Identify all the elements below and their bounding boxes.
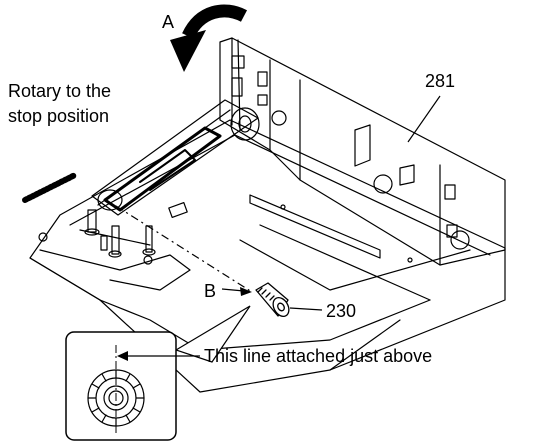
drive-arm-assembly	[22, 99, 260, 216]
pointer-arrow-icon	[117, 351, 200, 361]
inset-box	[65, 331, 177, 441]
leader-230	[289, 307, 323, 311]
base-plate	[29, 119, 506, 393]
rotary-instruction-line2: stop position	[8, 106, 109, 126]
arrow-a-label: A	[162, 12, 174, 32]
leader-281	[407, 95, 441, 143]
rotation-arrow-icon	[170, 4, 248, 72]
inset-note: This line attached just above	[204, 346, 432, 366]
side-frame-281	[219, 37, 506, 266]
arrow-b-label: B	[204, 281, 216, 301]
part-230-label: 230	[326, 301, 356, 321]
gear-knob-icon	[255, 282, 290, 317]
mounting-pins	[84, 209, 156, 258]
part-281-label: 281	[425, 71, 455, 91]
insertion-path	[115, 205, 253, 293]
gear-detail-icon	[87, 369, 145, 427]
pointer-arrow-icon	[221, 287, 252, 296]
rotary-instruction-line1: Rotary to the	[8, 81, 111, 101]
